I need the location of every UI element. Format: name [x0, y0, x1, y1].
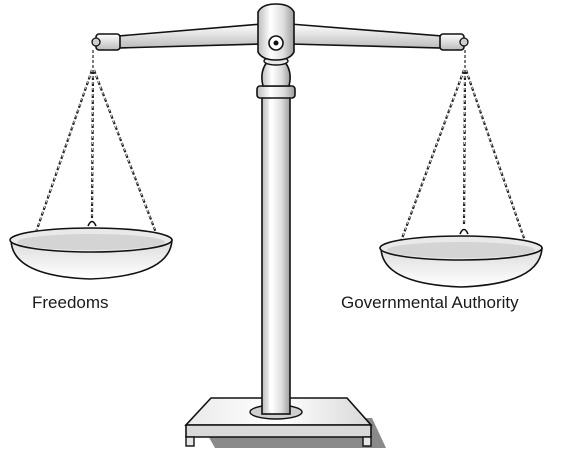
left-pan-chains	[29, 50, 162, 247]
right-pan-label: Governmental Authority	[341, 293, 519, 312]
scale-beam	[91, 3, 469, 61]
right-pan	[379, 235, 543, 288]
scale-post	[256, 56, 296, 415]
left-pan	[9, 227, 173, 280]
left-pan-label: Freedoms	[32, 293, 109, 312]
right-pan-chains	[395, 50, 530, 253]
